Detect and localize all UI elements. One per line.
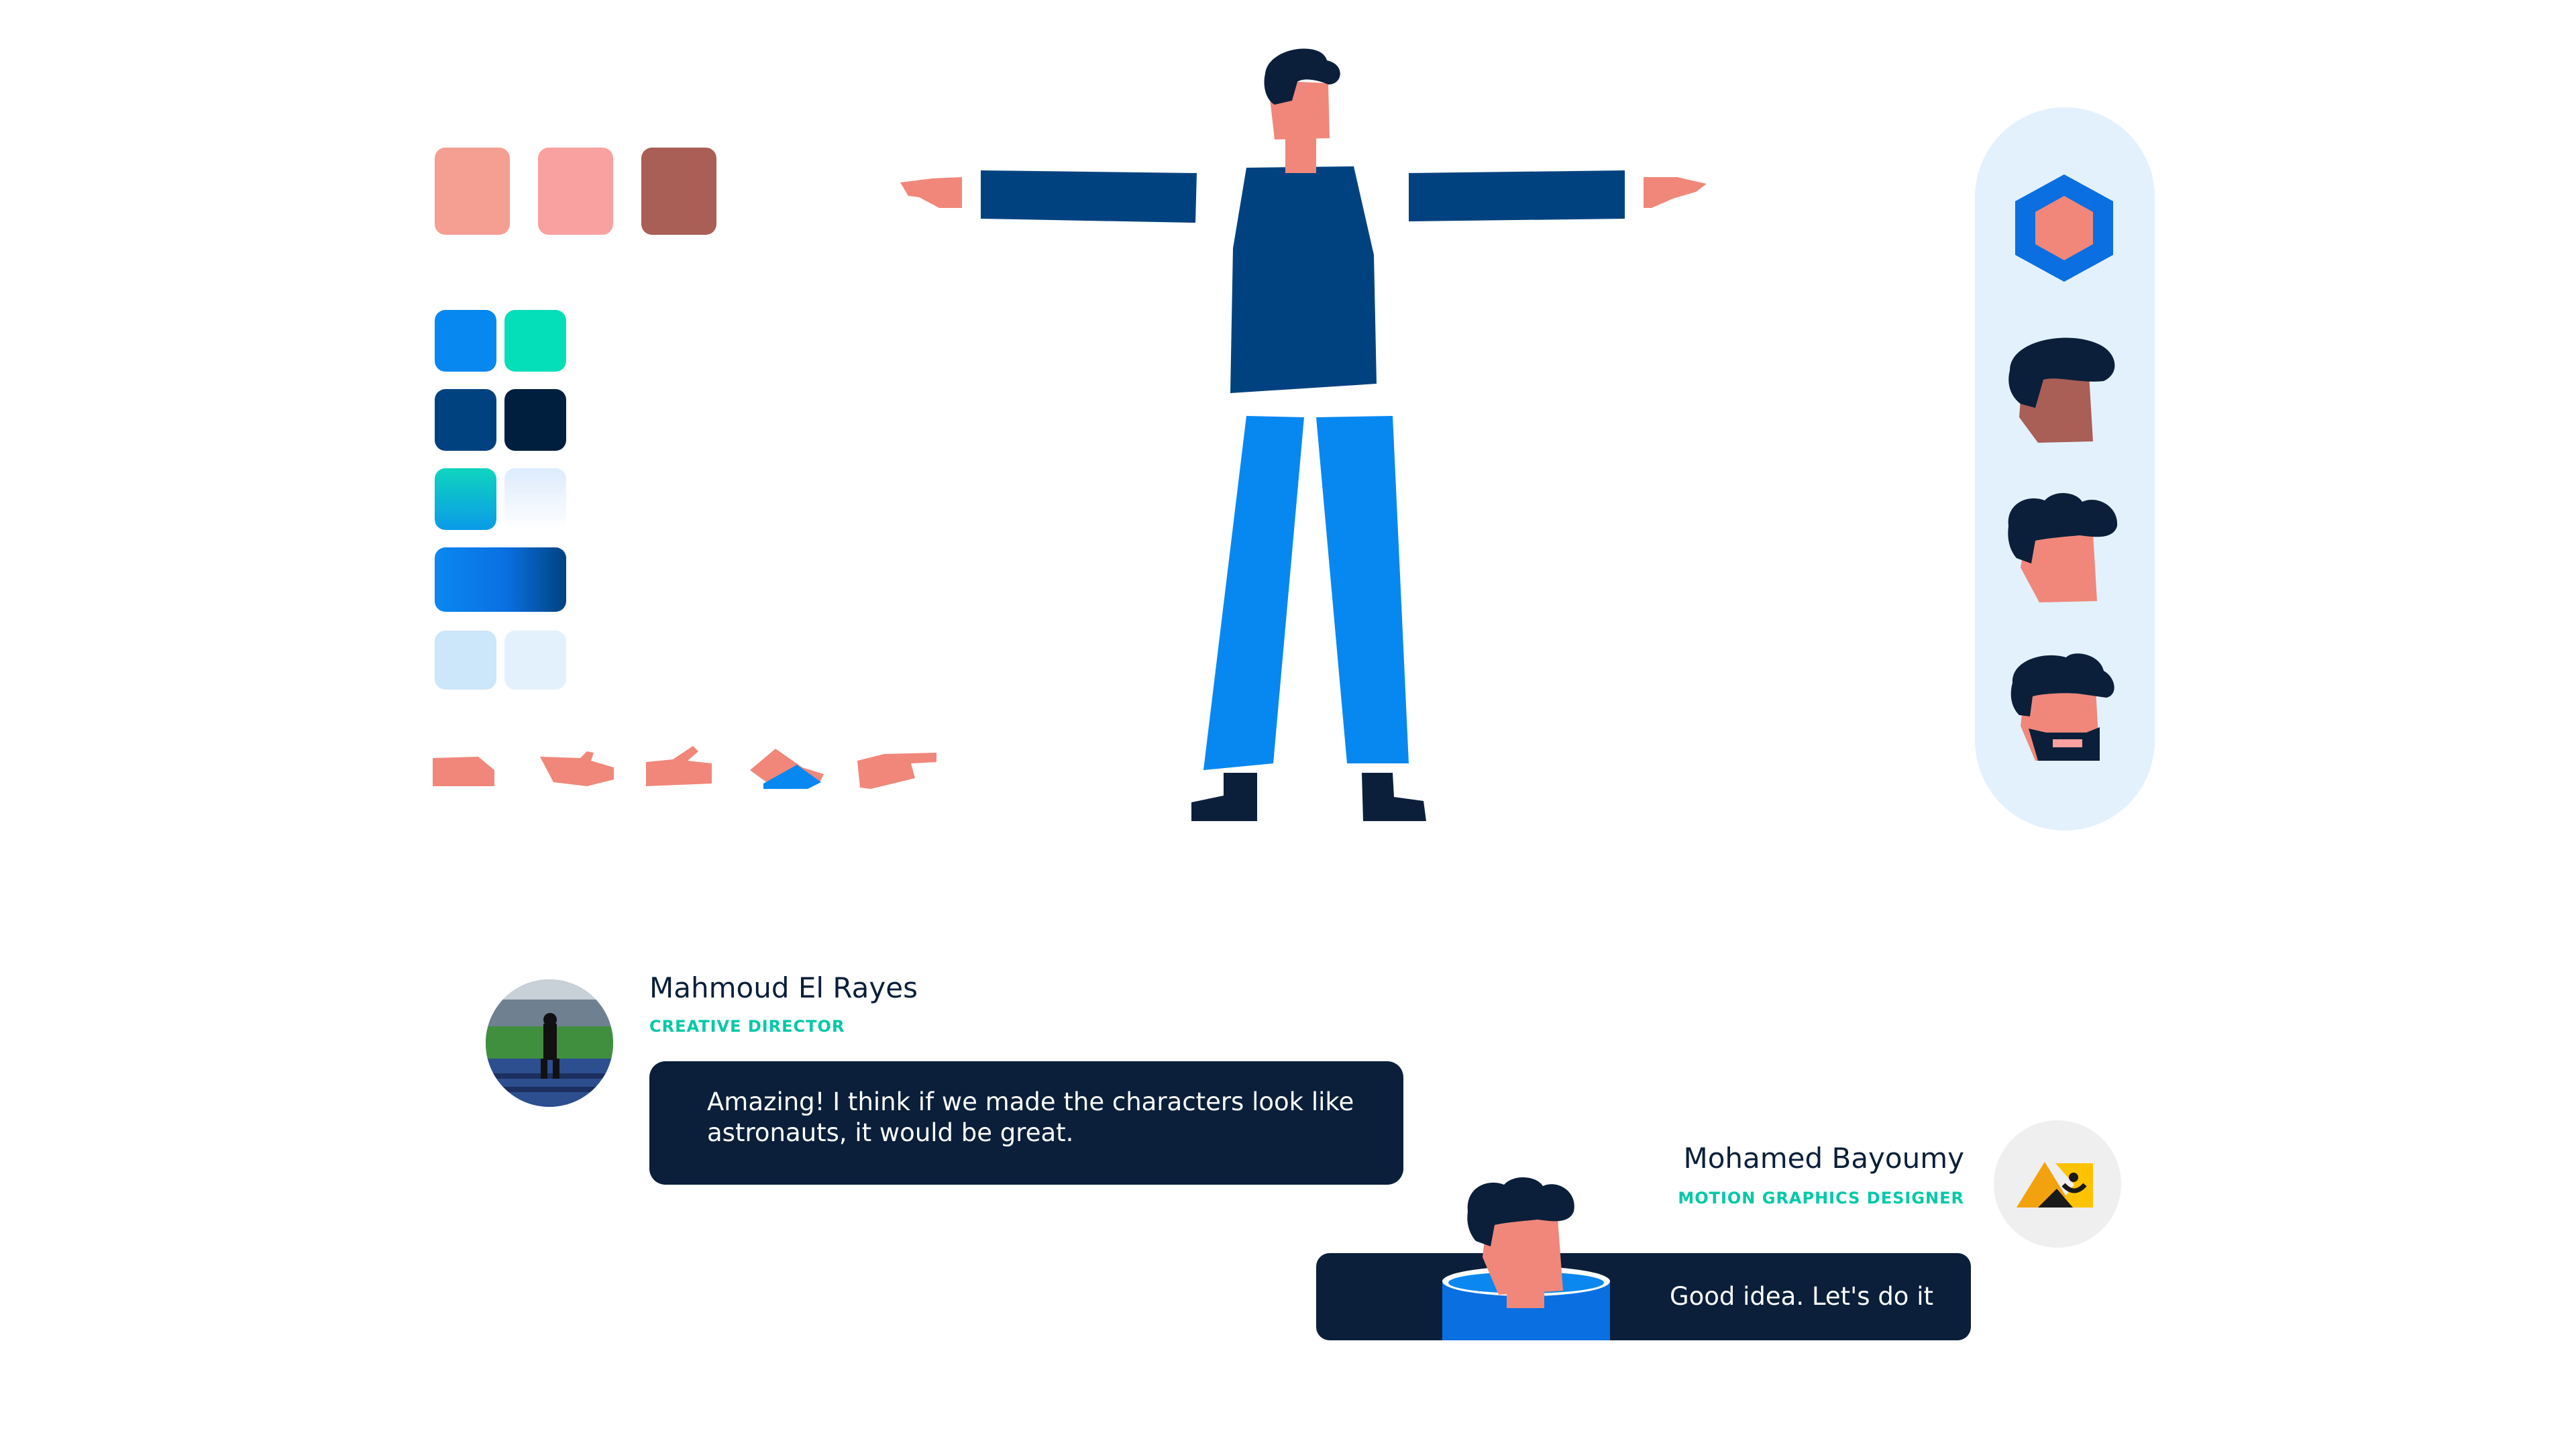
head-variant-curly-hair[interactable] — [2006, 492, 2120, 608]
author-role-mahmoud: CREATIVE DIRECTOR — [649, 1017, 845, 1036]
color-swatch-light-blue[interactable] — [435, 631, 496, 690]
skin-swatch-brown[interactable] — [641, 148, 716, 235]
peeking-character-icon — [1467, 1177, 1574, 1308]
avatar-mohamed[interactable] — [1994, 1120, 2121, 1248]
hexagon-icon[interactable] — [2014, 174, 2114, 282]
character-left-hand — [900, 177, 962, 208]
color-swatch-dark-navy[interactable] — [504, 389, 566, 451]
author-name-mohamed: Mohamed Bayoumy — [1683, 1142, 1964, 1175]
character-right-shoe — [1362, 773, 1426, 821]
character-left-arm — [981, 170, 1197, 223]
skin-swatch-pink[interactable] — [538, 148, 613, 235]
color-swatch-blue-gradient[interactable] — [435, 547, 566, 612]
color-swatch-pale-blue[interactable] — [504, 631, 566, 690]
character-right-hand — [1644, 177, 1707, 208]
hand-pose-thumb-up-icon[interactable] — [646, 746, 713, 790]
character-right-arm — [1409, 170, 1625, 221]
message-bubble-mohamed: Good idea. Let's do it — [1316, 1253, 1971, 1340]
color-swatch-teal-gradient[interactable] — [435, 468, 496, 530]
head-variant-beard[interactable] — [2006, 653, 2120, 767]
color-swatch-navy[interactable] — [435, 389, 496, 451]
message-bubble-mahmoud: Amazing! I think if we made the characte… — [649, 1061, 1403, 1185]
logo-icon — [2017, 1162, 2093, 1208]
color-swatch-teal[interactable] — [504, 310, 566, 372]
message-text-mahmoud: Amazing! I think if we made the characte… — [707, 1087, 1354, 1147]
author-role-mohamed: MOTION GRAPHICS DESIGNER — [1678, 1189, 1964, 1208]
avatar-mahmoud[interactable] — [486, 979, 613, 1107]
author-name-mahmoud: Mahmoud El Rayes — [649, 971, 918, 1004]
hand-pose-pointing-icon[interactable] — [857, 747, 938, 792]
character-left-shoe — [1191, 773, 1257, 821]
color-swatch-blue[interactable] — [435, 310, 496, 372]
message-text-mohamed: Good idea. Let's do it — [1669, 1282, 1933, 1311]
character-figure — [900, 48, 1707, 821]
character-hair — [1264, 48, 1340, 105]
head-variant-dark-skin[interactable] — [2006, 334, 2120, 448]
hand-pose-open-icon[interactable] — [540, 750, 614, 790]
skin-swatch-light[interactable] — [435, 148, 510, 235]
character-torso — [1230, 166, 1377, 393]
character-left-leg — [1203, 416, 1304, 770]
hand-pose-flat-icon[interactable] — [433, 751, 500, 792]
stadium-photo — [486, 979, 613, 1107]
character-right-leg — [1316, 416, 1409, 763]
color-swatch-white-gradient[interactable] — [504, 468, 566, 530]
hand-pose-holding-icon[interactable] — [750, 745, 824, 792]
